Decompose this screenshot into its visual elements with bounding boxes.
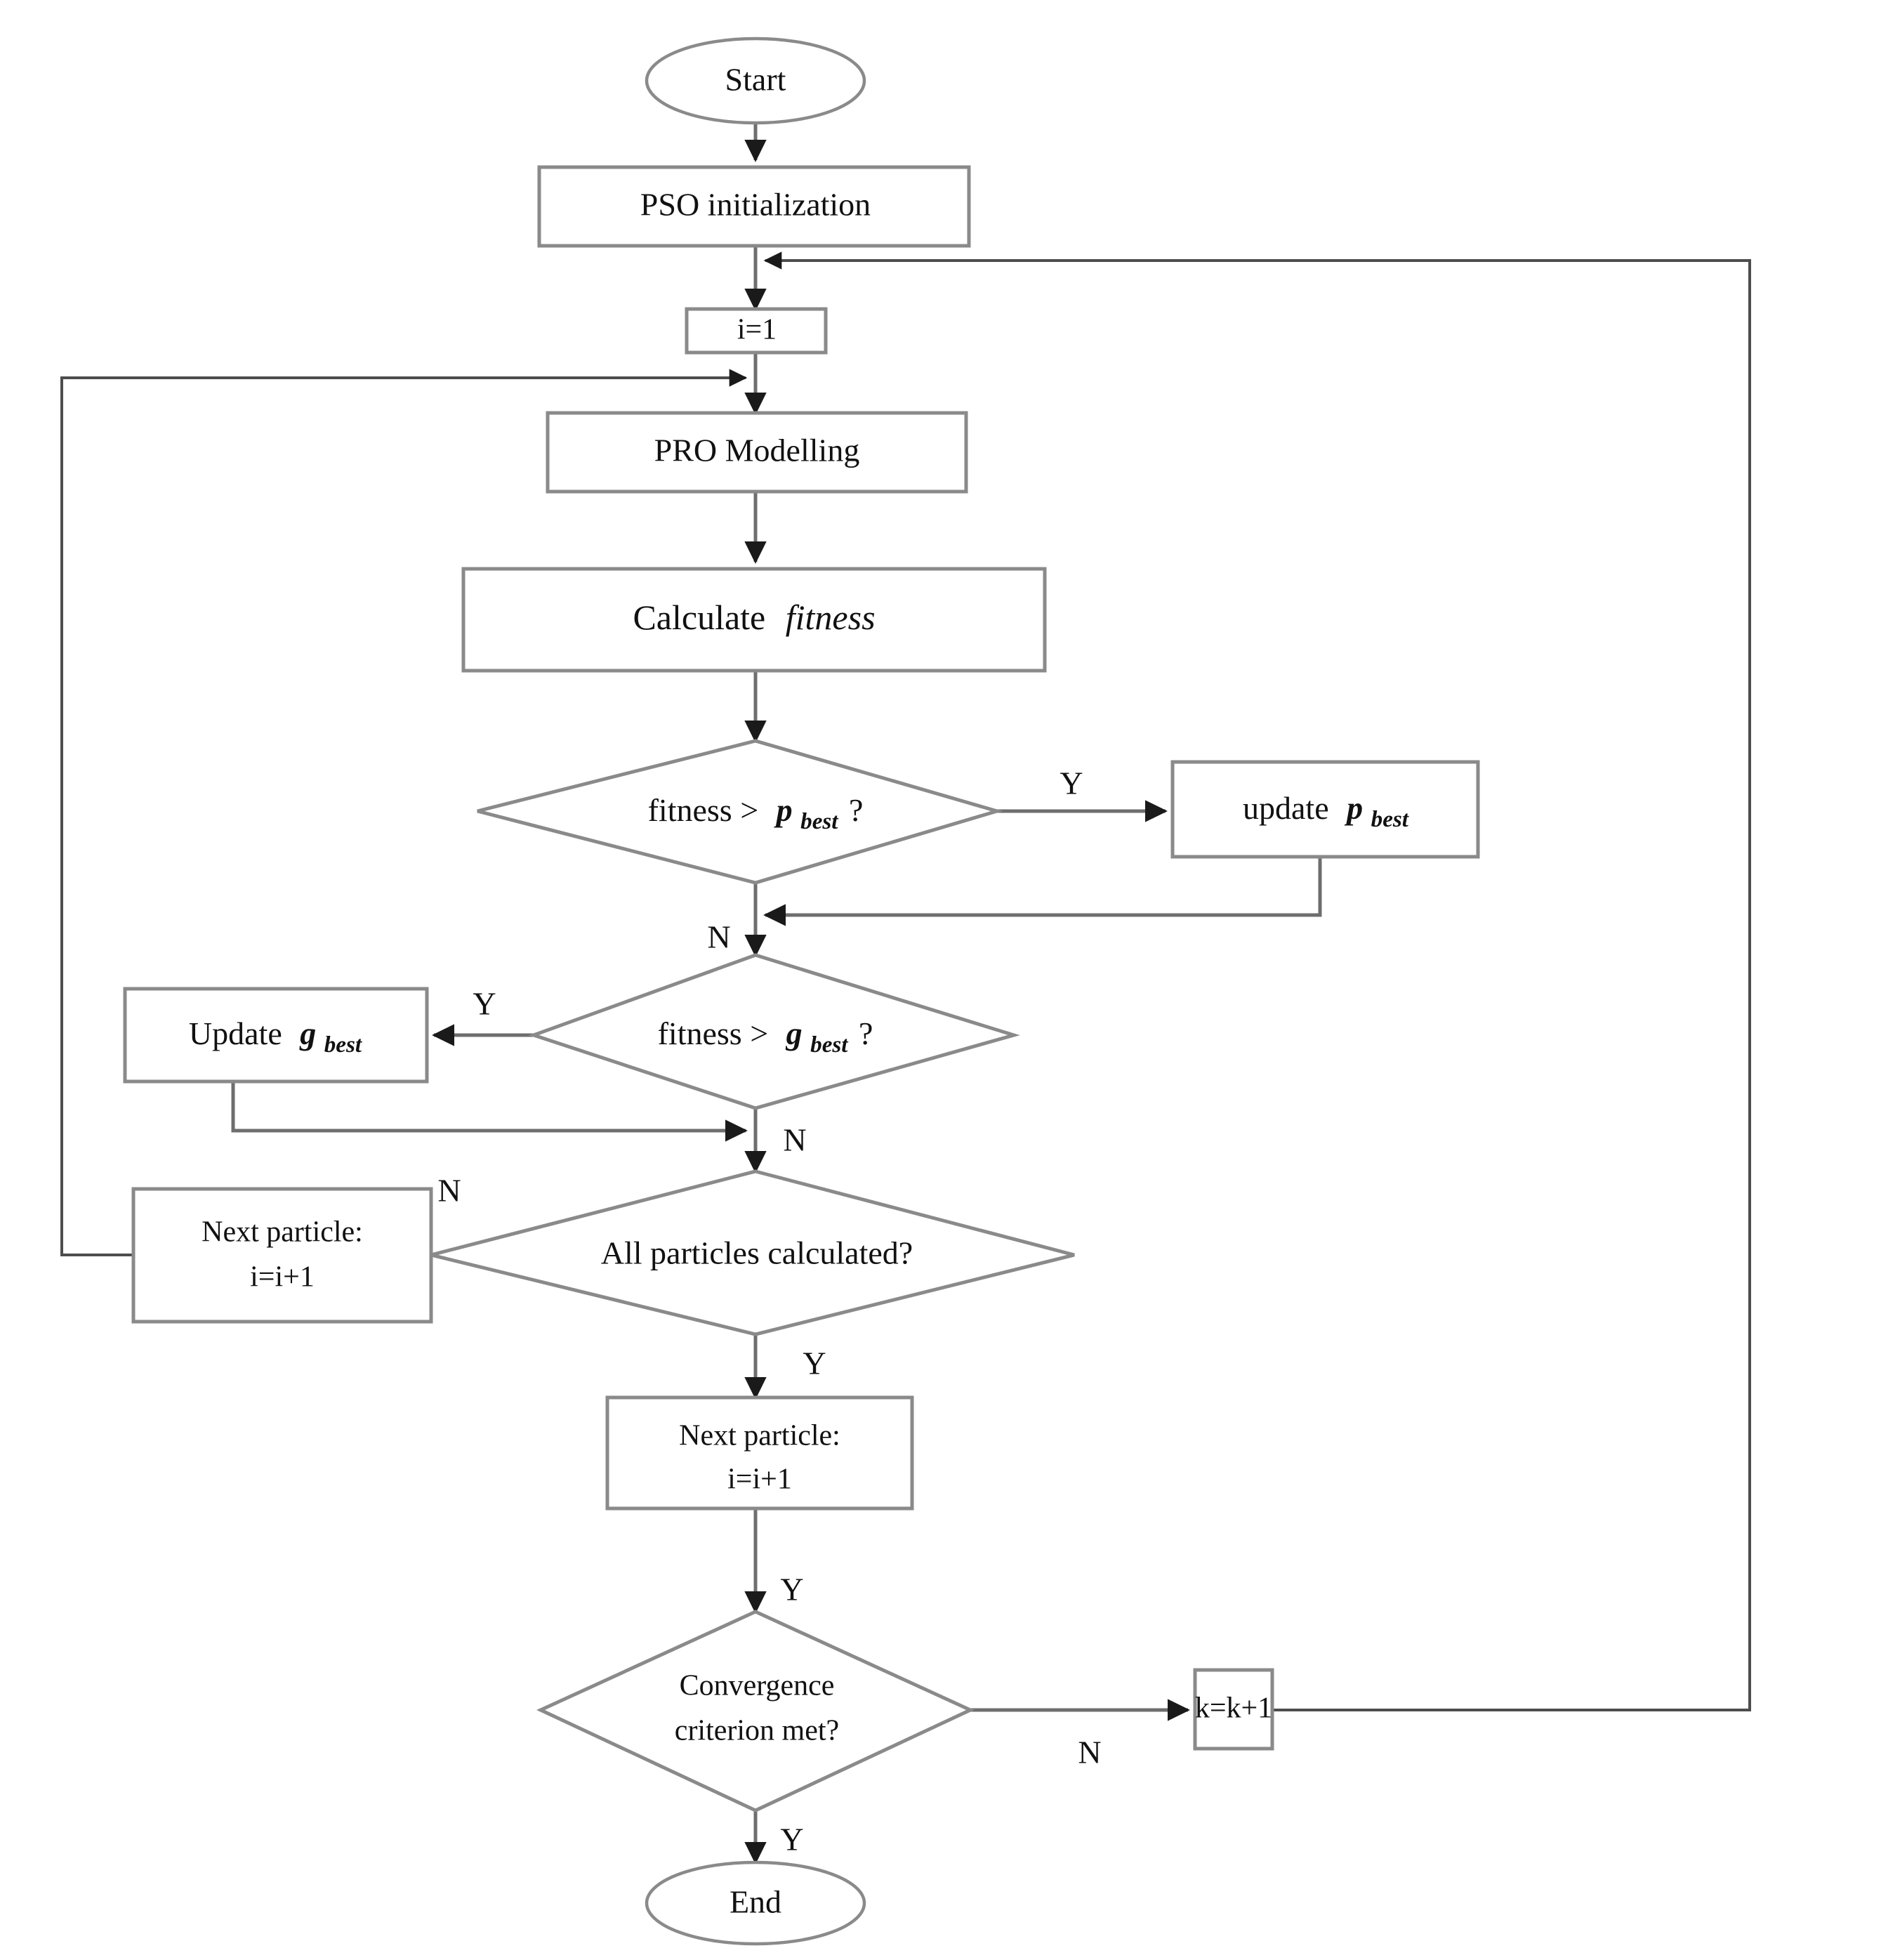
node-start[interactable]: Start <box>645 37 866 125</box>
next-particle-mid-box <box>605 1395 914 1511</box>
fitness-gt-gbest-var: g <box>786 1015 803 1051</box>
all-particles-diamond <box>430 1169 1075 1336</box>
i-eq-1-box <box>685 307 828 355</box>
update-gbest-label: Update g best <box>189 1015 363 1058</box>
k-eq-k1-label: k=k+1 <box>1195 1692 1272 1725</box>
calc-fitness-label-plain: Calculate <box>633 598 765 637</box>
calc-fitness-label-italic: fitness <box>786 598 876 637</box>
fitness-gt-gbest-diamond <box>528 953 1020 1110</box>
k-eq-k1-box <box>1193 1668 1274 1751</box>
node-fitness-gt-gbest[interactable]: fitness > g best ? <box>528 953 1020 1110</box>
update-gbest-box <box>123 987 429 1084</box>
node-update-gbest[interactable]: Update g best <box>123 987 429 1084</box>
calc-fitness-label: Calculate fitness <box>633 598 875 637</box>
fitness-gt-gbest-tail: ? <box>859 1015 873 1051</box>
all-particles-label: All particles calculated? <box>601 1235 913 1271</box>
update-pbest-var: p <box>1344 790 1363 826</box>
branch-label-all-particles-yes: Y <box>803 1346 826 1381</box>
convergence-diamond <box>536 1610 975 1813</box>
update-pbest-plain: update <box>1243 790 1329 826</box>
update-gbest-var: g <box>299 1015 316 1051</box>
end-ellipse <box>645 1860 866 1946</box>
node-next-particle-left[interactable]: Next particle: i=i+1 <box>131 1187 433 1324</box>
edge-update-pbest-to-spine <box>763 857 1322 926</box>
update-pbest-label: update p best <box>1243 790 1410 832</box>
update-pbest-sub: best <box>1371 806 1410 832</box>
fitness-gt-gbest-sub: best <box>810 1032 849 1058</box>
convergence-line2: criterion met? <box>675 1715 839 1747</box>
next-particle-left-line1: Next particle: <box>202 1216 363 1249</box>
node-i-eq-1[interactable]: i=1 <box>685 307 828 355</box>
fitness-gt-pbest-tail: ? <box>849 792 863 828</box>
fitness-gt-gbest-plain: fitness > <box>658 1015 769 1051</box>
node-convergence-criterion[interactable]: Convergence criterion met? <box>536 1610 975 1813</box>
node-update-pbest[interactable]: update p best <box>1170 760 1480 859</box>
node-pso-initialization[interactable]: PSO initialization <box>537 165 971 248</box>
branch-label-pbest-no: N <box>707 919 730 955</box>
branch-label-gbest-no: N <box>783 1122 806 1158</box>
update-gbest-plain: Update <box>189 1015 282 1051</box>
fitness-gt-pbest-diamond <box>477 739 1003 885</box>
edge-next-particle-left-to-pro-modelling-loop <box>60 369 748 1256</box>
edge-k-eq-k1-to-i-eq-1-loop <box>763 251 1751 1711</box>
next-particle-mid-line1: Next particle: <box>679 1420 840 1452</box>
node-calculate-fitness[interactable]: Calculate fitness <box>461 567 1047 673</box>
pso-init-box <box>537 165 971 248</box>
pro-modelling-box <box>546 411 968 494</box>
node-fitness-gt-pbest[interactable]: fitness > p best ? <box>477 739 1003 885</box>
update-pbest-box <box>1170 760 1480 859</box>
start-label: Start <box>725 62 786 98</box>
fitness-gt-pbest-label: fitness > p best ? <box>648 792 864 838</box>
start-ellipse <box>645 37 866 125</box>
branch-label-pbest-yes: Y <box>1060 765 1083 801</box>
convergence-line1: Convergence <box>680 1670 835 1702</box>
pro-modelling-label: PRO Modelling <box>654 433 860 468</box>
branch-label-convergence-no: N <box>1078 1735 1101 1770</box>
fitness-gt-gbest-label: fitness > g best ? <box>658 1015 873 1061</box>
branch-label-next-particle-mid-out: Y <box>780 1572 803 1607</box>
branch-label-convergence-yes: Y <box>780 1822 803 1857</box>
pso-init-label: PSO initialization <box>640 187 871 223</box>
next-particle-mid-line2: i=i+1 <box>727 1464 792 1496</box>
calc-fitness-box <box>461 567 1047 673</box>
end-label: End <box>730 1884 781 1920</box>
next-particle-left-box <box>131 1187 433 1324</box>
branch-label-gbest-yes: Y <box>473 986 496 1022</box>
fitness-gt-pbest-sub: best <box>800 808 839 834</box>
update-gbest-sub: best <box>324 1032 363 1058</box>
node-pro-modelling[interactable]: PRO Modelling <box>546 411 968 494</box>
node-k-eq-k1[interactable]: k=k+1 <box>1193 1668 1274 1751</box>
node-next-particle-mid[interactable]: Next particle: i=i+1 <box>605 1395 914 1511</box>
node-all-particles-calculated[interactable]: All particles calculated? <box>430 1169 1075 1336</box>
edge-update-gbest-to-spine <box>231 1081 748 1142</box>
i-eq-1-label: i=1 <box>737 314 777 346</box>
branch-label-all-particles-no: N <box>437 1173 461 1209</box>
node-end[interactable]: End <box>645 1860 866 1946</box>
fitness-gt-pbest-var: p <box>774 792 793 828</box>
fitness-gt-pbest-plain: fitness > <box>648 792 759 828</box>
next-particle-left-line2: i=i+1 <box>250 1261 315 1294</box>
